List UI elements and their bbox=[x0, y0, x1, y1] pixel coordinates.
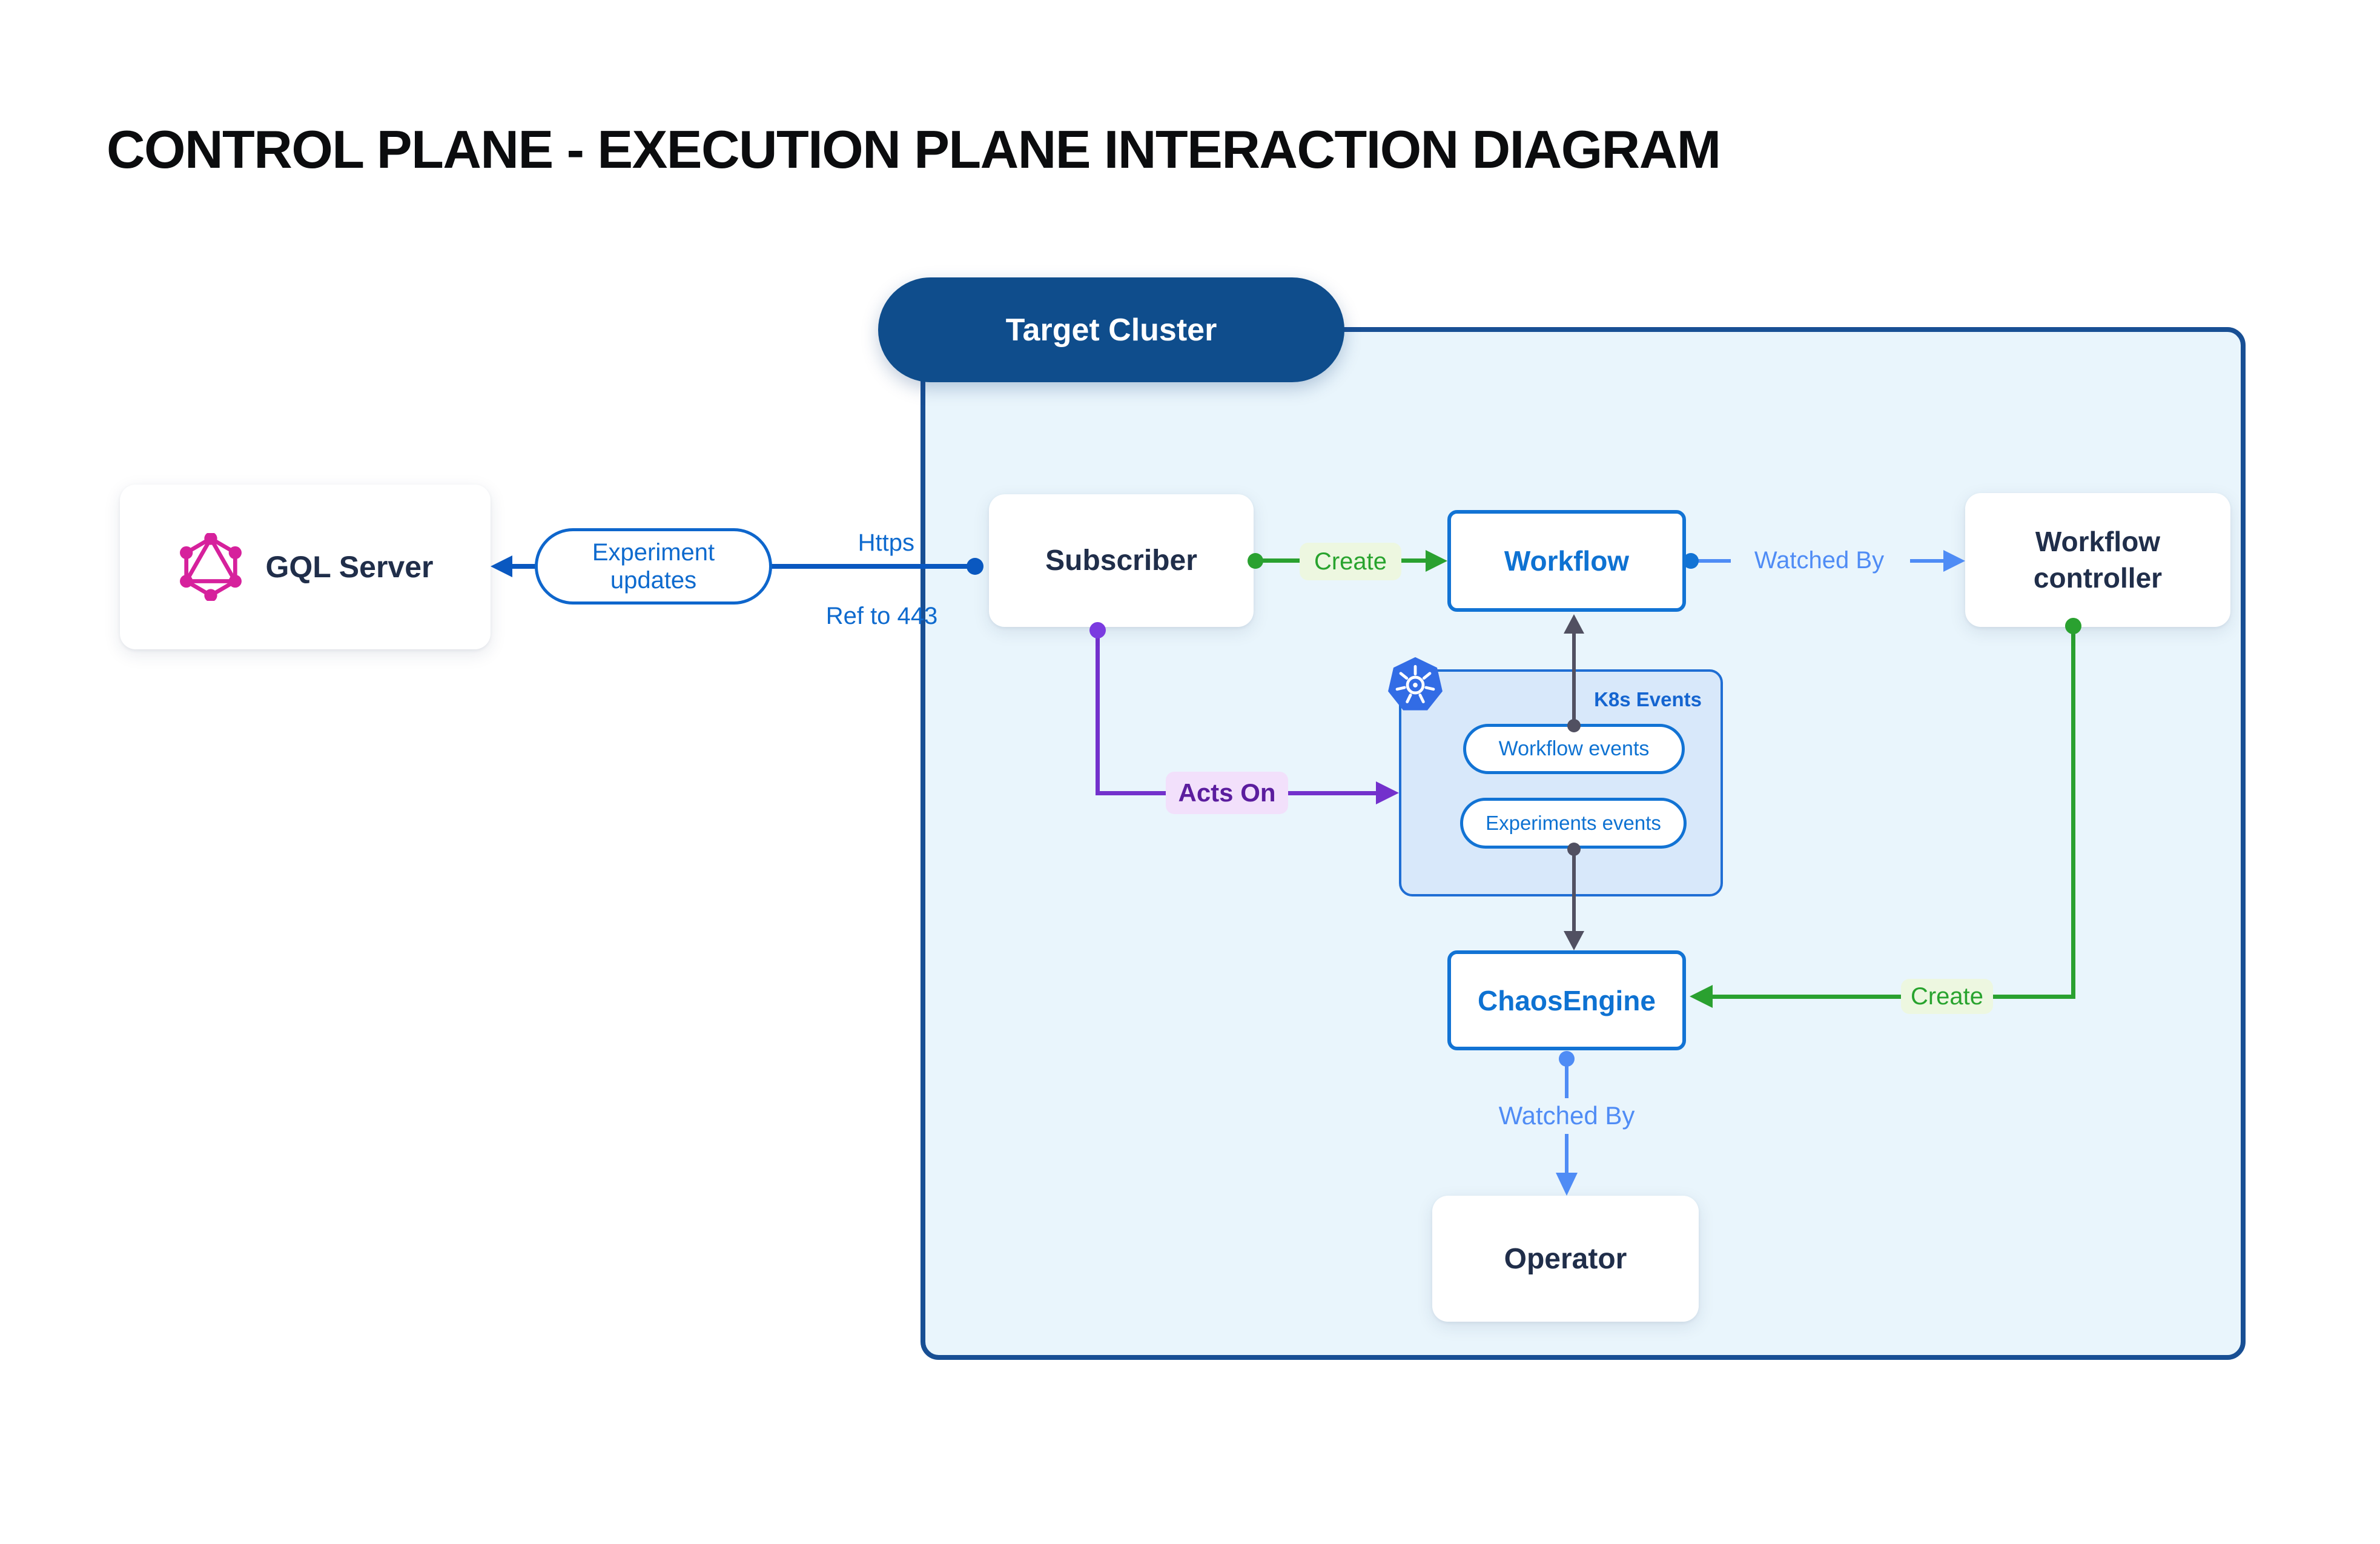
experiments-events-label: Experiments events bbox=[1486, 812, 1661, 834]
edge-label-create-chaos: Create bbox=[1901, 979, 1993, 1014]
arrowhead-into-workflow bbox=[1426, 550, 1447, 572]
node-experiments-events: Experiments events bbox=[1460, 798, 1687, 849]
edge-watchedby-operator-line-a bbox=[1565, 1063, 1568, 1098]
arrowhead-into-chaos-engine-top bbox=[1564, 931, 1584, 950]
node-workflow: Workflow bbox=[1447, 510, 1686, 612]
edge-watchedby-controller-line-b bbox=[1910, 559, 1945, 563]
edge-label-https: Https bbox=[858, 529, 914, 556]
node-subscriber: Subscriber bbox=[989, 494, 1254, 627]
workflow-events-label: Workflow events bbox=[1498, 737, 1650, 760]
edge-label-ref-to-443: Ref to 443 bbox=[825, 603, 938, 629]
edge-create-chaos-line-v bbox=[2071, 631, 2075, 997]
edge-watchedby-controller-line-a bbox=[1696, 559, 1731, 563]
edge-experiments-chaos-line bbox=[1572, 853, 1576, 932]
connector-dot-chaos-engine-bottom bbox=[1559, 1051, 1575, 1067]
kubernetes-icon bbox=[1386, 656, 1444, 714]
connector-dot-https-subscriber bbox=[967, 558, 983, 575]
edge-actson-line-v bbox=[1096, 635, 1100, 795]
target-cluster-label: Target Cluster bbox=[1005, 312, 1217, 348]
connector-dot-workflow-right bbox=[1683, 553, 1699, 569]
node-workflow-controller: Workflow controller bbox=[1965, 493, 2230, 627]
graphql-icon bbox=[177, 533, 245, 601]
connector-dot-create-subscriber bbox=[1248, 553, 1263, 569]
connector-dot-controller-bottom bbox=[2065, 618, 2081, 634]
edge-workflow-events-line bbox=[1572, 632, 1576, 725]
chaos-engine-label: ChaosEngine bbox=[1478, 984, 1656, 1016]
experiment-updates-text: Experiment updates bbox=[592, 539, 715, 594]
page-title: CONTROL PLANE - EXECUTION PLANE INTERACT… bbox=[107, 119, 1721, 179]
edge-watchedby-operator-line-b bbox=[1565, 1134, 1568, 1174]
k8s-events-title: K8s Events bbox=[1594, 688, 1702, 711]
target-cluster-pill: Target Cluster bbox=[878, 277, 1344, 382]
subscriber-label: Subscriber bbox=[1045, 545, 1197, 577]
workflow-controller-label: Workflow controller bbox=[2033, 525, 2163, 594]
connector-dot-workflow-events-top bbox=[1567, 719, 1581, 732]
edge-create-workflow-line-a bbox=[1257, 558, 1300, 563]
node-gql-server: GQL Server bbox=[120, 485, 491, 649]
arrowhead-into-k8s-events bbox=[1376, 781, 1399, 804]
connector-dot-experiments-events-bottom bbox=[1567, 843, 1581, 856]
edge-label-create-workflow: Create bbox=[1300, 543, 1401, 580]
arrowhead-into-workflow-bottom bbox=[1564, 614, 1584, 634]
node-operator: Operator bbox=[1432, 1196, 1699, 1322]
arrowhead-into-gql-server bbox=[491, 555, 512, 577]
arrowhead-into-operator bbox=[1556, 1173, 1578, 1196]
edge-label-watchedby-operator: Watched By bbox=[1498, 1101, 1635, 1130]
edge-create-workflow-line-b bbox=[1401, 558, 1428, 563]
operator-label: Operator bbox=[1504, 1242, 1627, 1275]
arrowhead-into-workflow-controller bbox=[1943, 550, 1965, 572]
edge-label-watchedby-controller: Watched By bbox=[1754, 547, 1885, 574]
edge-create-chaos-line-h bbox=[1711, 995, 2075, 999]
connector-dot-subscriber-bottom bbox=[1089, 622, 1106, 638]
k8s-events-box bbox=[1399, 669, 1723, 896]
arrowhead-into-chaos-engine-right bbox=[1690, 985, 1713, 1008]
node-chaos-engine: ChaosEngine bbox=[1447, 950, 1686, 1050]
edge-label-experiment-updates: Experiment updates bbox=[535, 528, 772, 605]
workflow-label: Workflow bbox=[1504, 545, 1630, 577]
gql-server-label: GQL Server bbox=[265, 550, 434, 584]
edge-label-acts-on: Acts On bbox=[1166, 772, 1288, 814]
